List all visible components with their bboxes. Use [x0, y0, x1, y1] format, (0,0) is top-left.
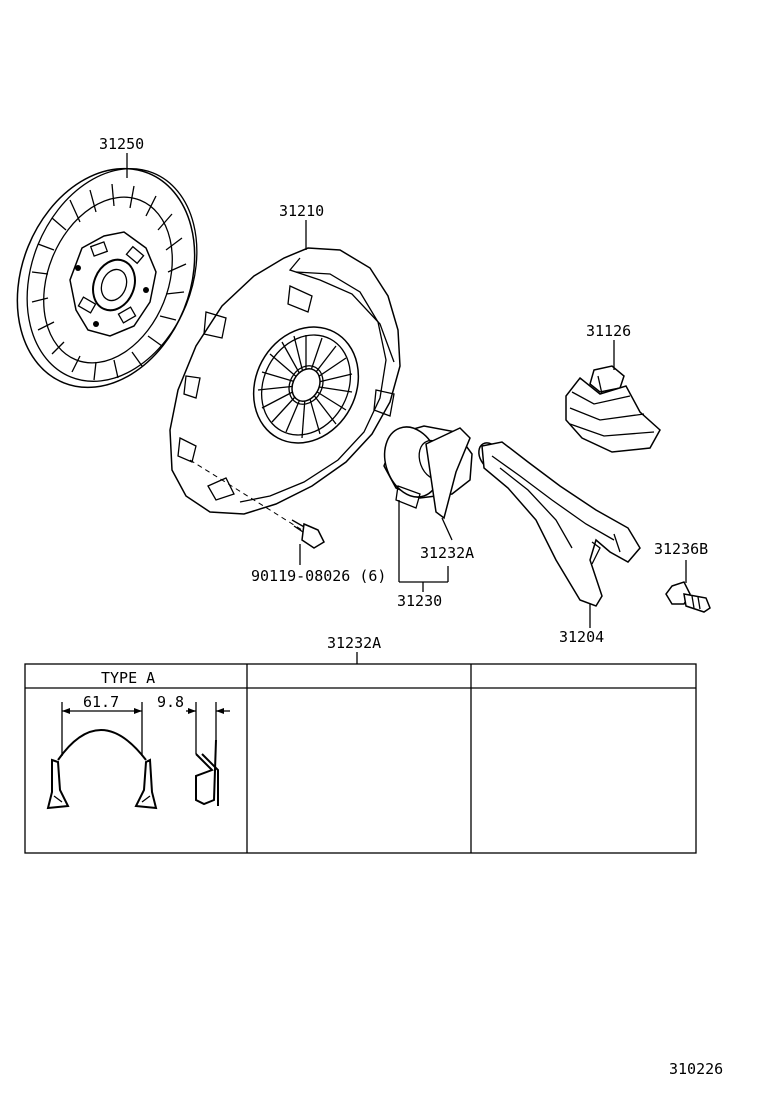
clutch-cover[interactable] [169, 247, 401, 515]
type-a-label: TYPE A [101, 669, 155, 687]
label-cover-bolt: 90119-08026 (6) [251, 567, 386, 585]
label-clutch-disc: 31250 [99, 135, 144, 153]
label-boot: 31126 [586, 322, 631, 340]
clip-front-view [46, 702, 158, 810]
clutch-disc[interactable] [0, 142, 227, 414]
fork-boot[interactable] [565, 365, 661, 453]
label-release-bearing: 31230 [397, 592, 442, 610]
clip-side-view [186, 702, 230, 806]
label-bearing-clip: 31232A [420, 544, 474, 562]
cover-bolt[interactable] [291, 519, 325, 549]
table-title: 31232A [327, 634, 381, 652]
figure-number: 310226 [669, 1060, 723, 1078]
release-fork[interactable] [474, 439, 641, 607]
label-pivot-bolt: 31236B [654, 540, 708, 558]
pivot-bolt[interactable] [665, 581, 711, 613]
label-clutch-cover: 31210 [279, 202, 324, 220]
label-release-fork: 31204 [559, 628, 604, 646]
bearing-callout-bracket [398, 500, 449, 592]
clip-type-table [24, 663, 697, 854]
dim-width: 61.7 [83, 693, 119, 711]
release-bearing[interactable] [375, 419, 473, 520]
dim-thickness: 9.8 [157, 693, 184, 711]
